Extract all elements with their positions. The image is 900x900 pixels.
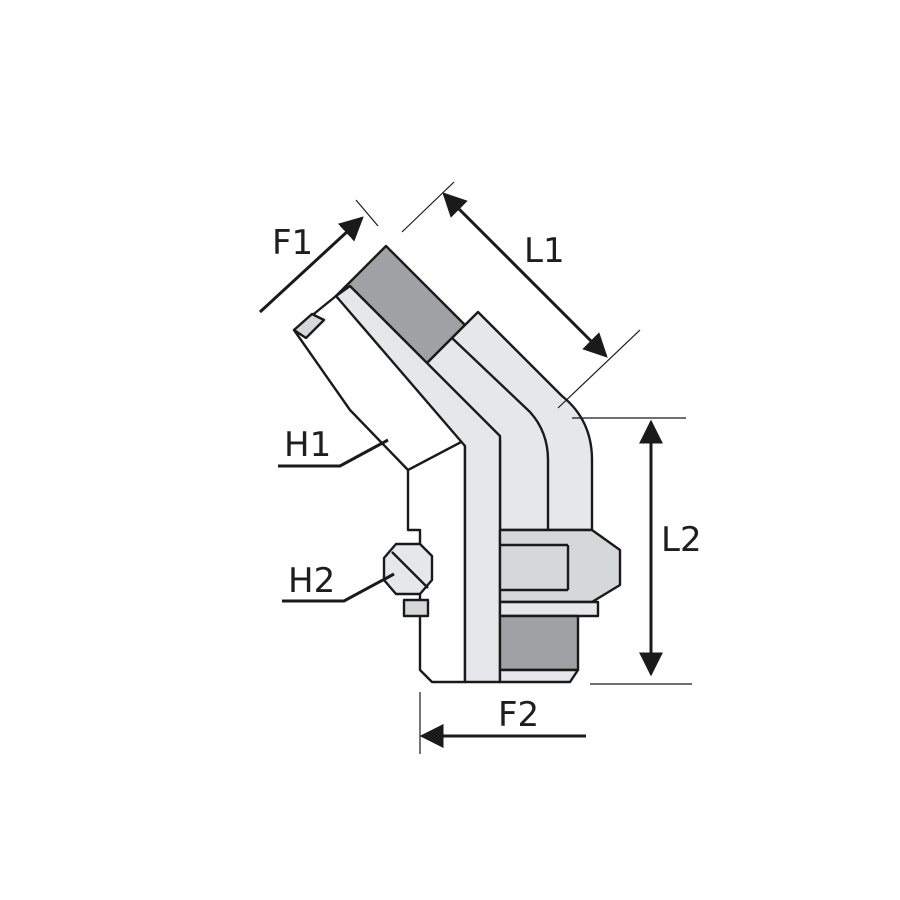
l1-extension-bottom — [557, 329, 641, 409]
h1-leader — [278, 438, 389, 468]
seal-ring-hatch — [391, 551, 429, 589]
lower-thread-chamfer — [498, 668, 580, 684]
label-l1: L1 — [524, 231, 565, 271]
f1-extension-line — [355, 199, 379, 227]
l1-extension-top — [401, 181, 455, 233]
label-h1: H1 — [284, 425, 331, 465]
seal-small — [402, 598, 430, 618]
lower-thread — [498, 614, 580, 672]
l1-dimension-line — [442, 192, 608, 358]
label-h2: H2 — [288, 561, 335, 601]
label-f2: F2 — [498, 695, 539, 735]
fitting-body — [292, 244, 622, 684]
tip-seal — [292, 312, 326, 340]
washer — [498, 600, 600, 618]
elbow-bend-line — [451, 337, 550, 530]
dimensions — [258, 181, 692, 754]
f1-dimension-line — [258, 216, 364, 314]
dimension-labels: F1 L1 H1 L2 H2 F2 — [272, 223, 702, 735]
h2-leader — [282, 572, 395, 603]
label-l2: L2 — [661, 520, 702, 560]
label-f1: F1 — [272, 223, 313, 263]
